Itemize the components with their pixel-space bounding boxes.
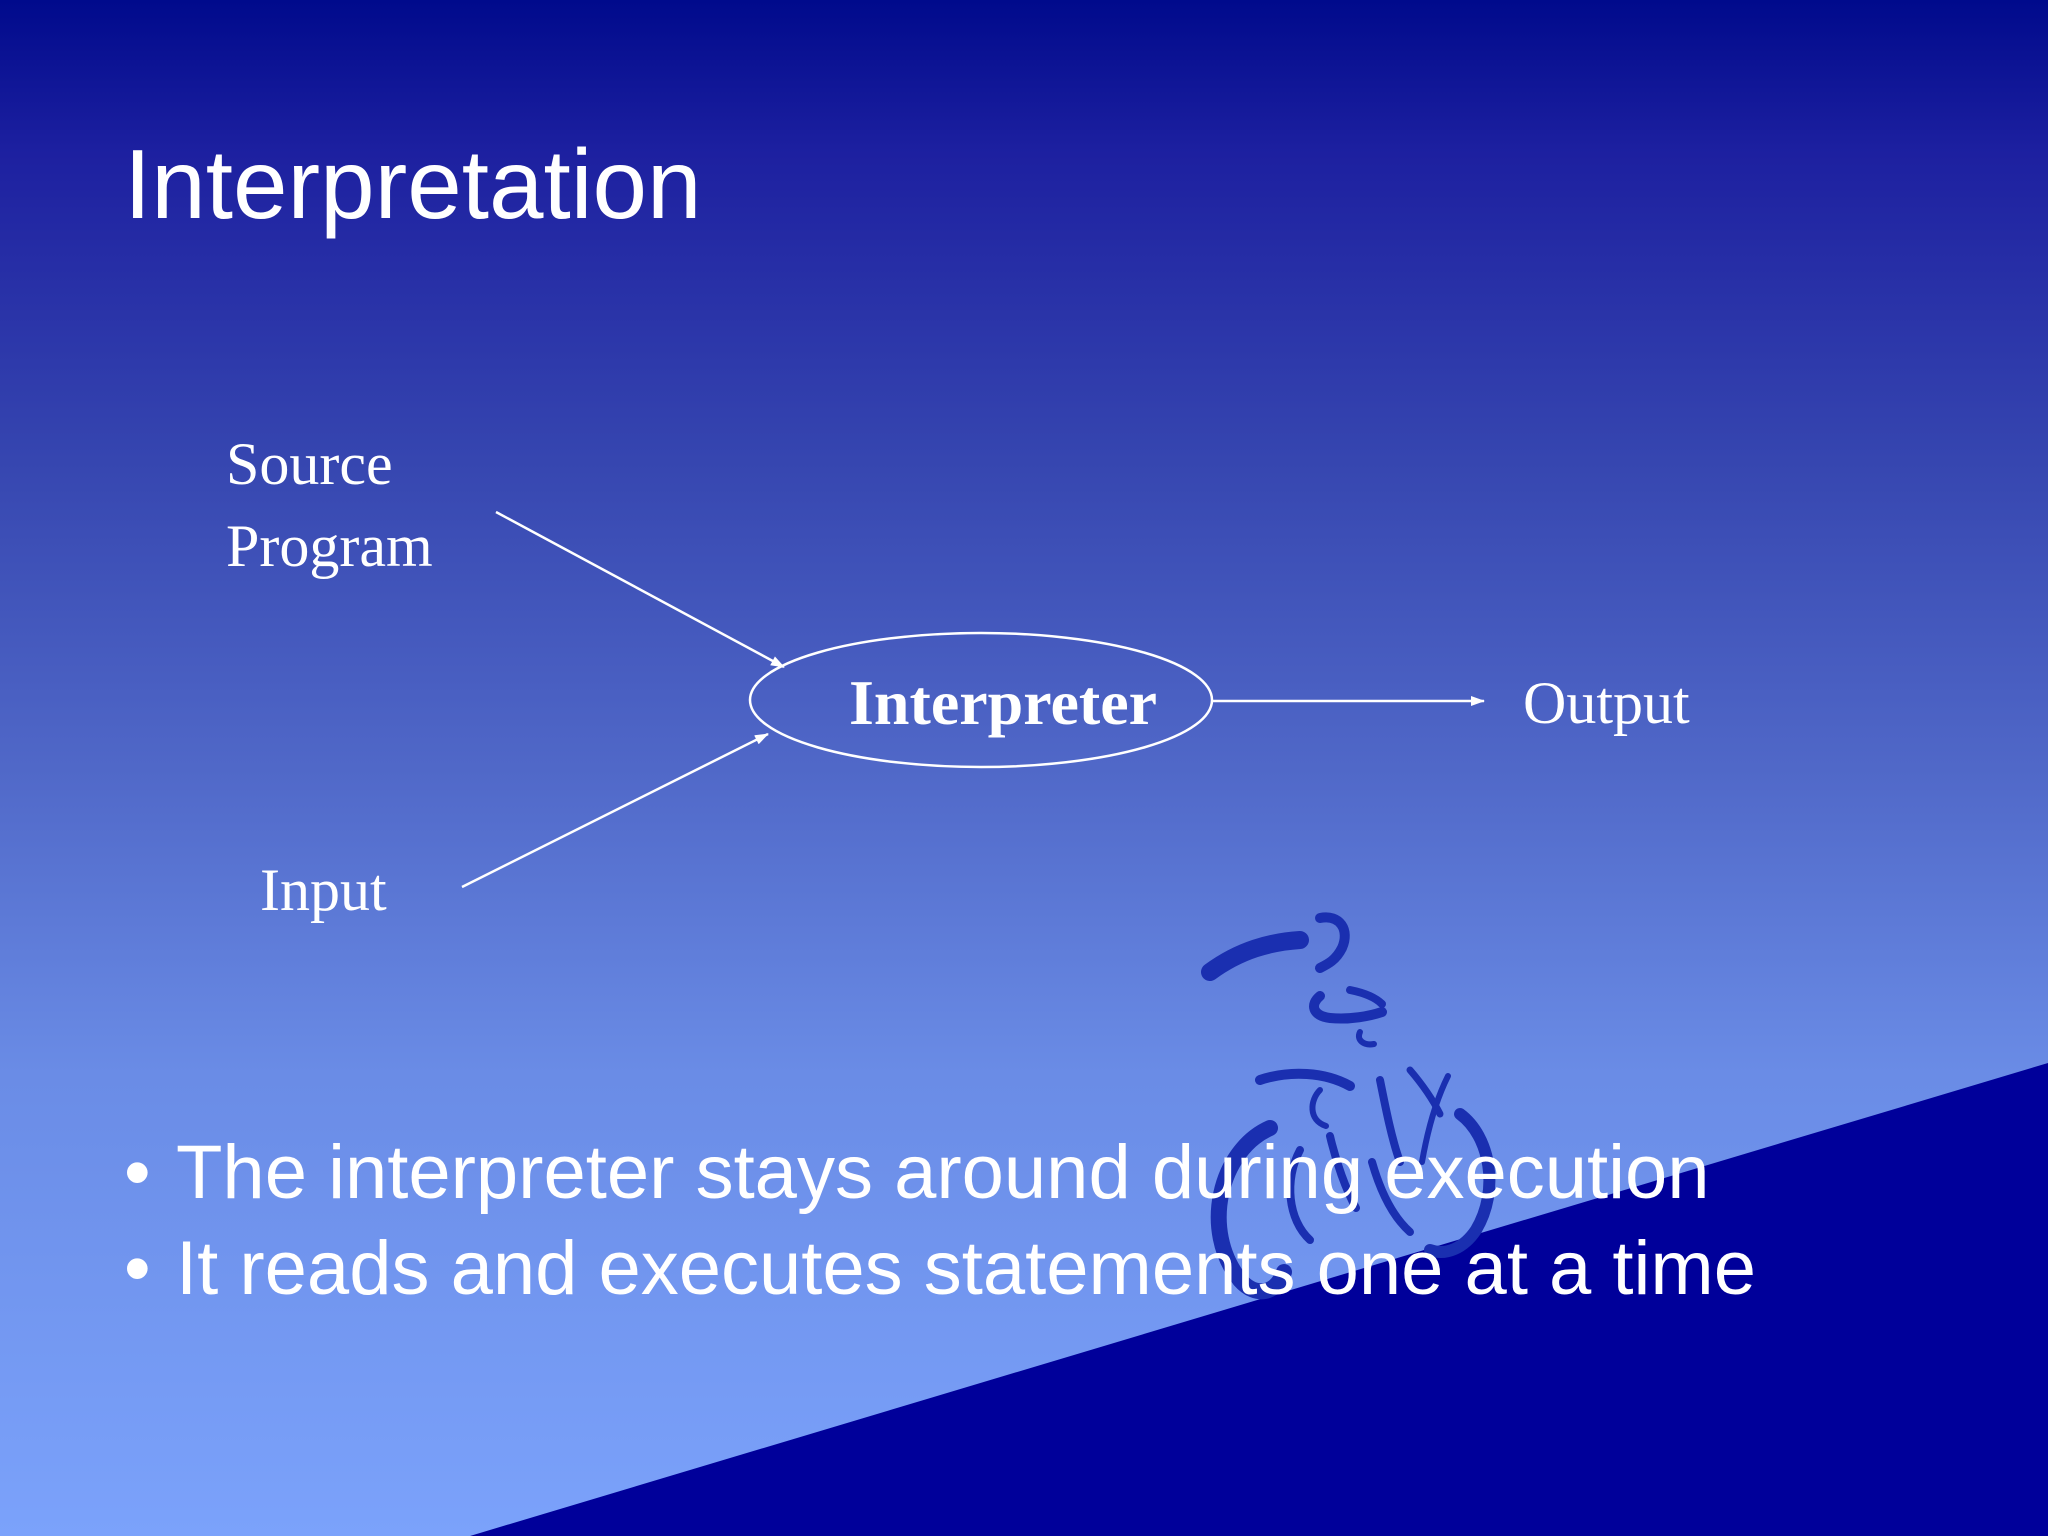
- input-label: Input: [260, 857, 387, 923]
- bullet-list: • The interpreter stays around during exe…: [124, 1125, 1756, 1317]
- bullet-glyph: •: [124, 1130, 151, 1215]
- bullet-text: It reads and executes statements one at …: [176, 1226, 1757, 1311]
- cyclist-icon: [1201, 912, 1496, 1300]
- bullet-item: • The interpreter stays around during exe…: [124, 1125, 1756, 1221]
- bullet-text: The interpreter stays around during exec…: [176, 1130, 1710, 1215]
- output-label: Output: [1523, 670, 1690, 736]
- input-arrow: [461, 732, 769, 889]
- bullet-glyph: •: [124, 1226, 151, 1311]
- slide-title: Interpretation: [124, 129, 702, 239]
- source-arrow: [495, 510, 785, 669]
- interpreter-label: Interpreter: [849, 667, 1157, 738]
- source-label-line1: Source: [226, 431, 393, 497]
- bullet-item: • It reads and executes statements one at…: [124, 1221, 1756, 1317]
- source-label-line2: Program: [226, 513, 433, 579]
